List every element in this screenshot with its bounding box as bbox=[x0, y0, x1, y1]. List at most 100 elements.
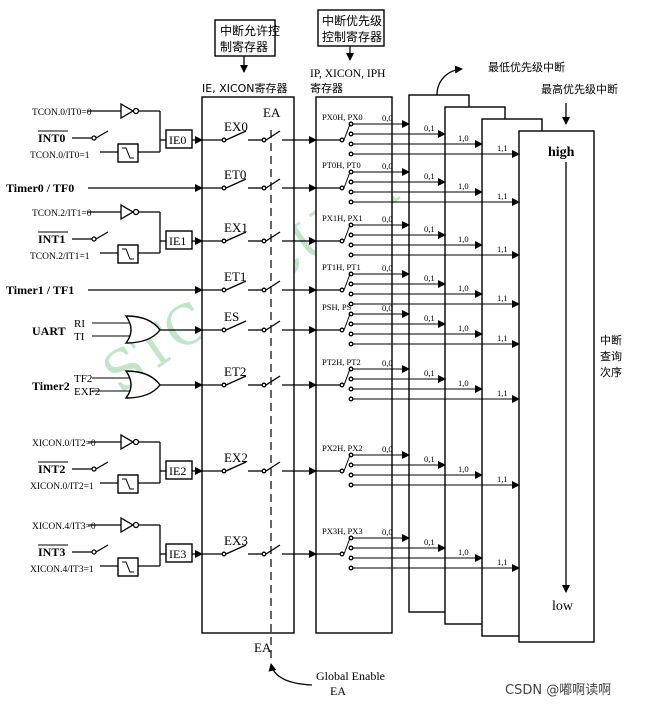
ea-blade-1 bbox=[265, 178, 281, 189]
polling-low: low bbox=[552, 599, 574, 614]
prio-level-label-0-0: 0,0 bbox=[382, 113, 393, 123]
ip-reg-cn-line1: 中断优先级 bbox=[322, 13, 382, 28]
polling-queue bbox=[518, 130, 595, 643]
enable-pivot-3 bbox=[221, 287, 227, 293]
ea-pivot-1 bbox=[261, 185, 267, 191]
ea-pivot-6 bbox=[261, 468, 267, 474]
prio-blade-2 bbox=[343, 224, 351, 242]
int2-not-bubble bbox=[132, 438, 140, 446]
prio-level-label-5-0: 0,0 bbox=[382, 358, 393, 368]
ea-blade-0 bbox=[265, 130, 281, 141]
prio-level-label-1-2: 1,0 bbox=[458, 181, 469, 191]
svg-text:最低优先级中断: 最低优先级中断 bbox=[488, 60, 565, 74]
prio-level-label-4-3: 1,1 bbox=[497, 333, 508, 343]
priority-bits-label-2: PX1H, PX1 bbox=[322, 213, 363, 223]
prio-level-label-6-3: 1,1 bbox=[497, 474, 508, 484]
int3-not-bubble bbox=[132, 521, 140, 529]
prio-contact-4-3 bbox=[348, 341, 354, 347]
prio-level-label-2-1: 0,1 bbox=[424, 224, 435, 234]
prio-contact-0-3 bbox=[348, 151, 354, 157]
prio-contact-2-1 bbox=[348, 232, 354, 238]
prio-level-label-1-3: 1,1 bbox=[497, 191, 508, 201]
prio-contact-5-0 bbox=[348, 366, 354, 372]
int2-selector-blade bbox=[95, 461, 109, 470]
highest-priority-label: 最高优先级中断 bbox=[541, 82, 618, 125]
prio-pivot-0 bbox=[339, 137, 345, 143]
prio-pivot-7 bbox=[339, 551, 345, 557]
ea-blade-5 bbox=[265, 375, 281, 386]
int0-flag-label: IE0 bbox=[169, 133, 186, 147]
prio-contact-4-0 bbox=[348, 311, 354, 317]
polling-high: high bbox=[548, 145, 575, 160]
prio-contact-0-1 bbox=[348, 131, 354, 137]
prio-contact-0-2 bbox=[348, 141, 354, 147]
int1-selector-blade bbox=[95, 231, 109, 240]
prio-contact-6-2 bbox=[348, 472, 354, 478]
enable-pivot-6 bbox=[221, 468, 227, 474]
prio-blade-7 bbox=[343, 537, 351, 555]
prio-level-label-4-2: 1,0 bbox=[458, 323, 469, 333]
int2-mode1-label: XICON.0/IT2=1 bbox=[30, 482, 94, 492]
uart-label: UART bbox=[32, 324, 66, 338]
prio-level-label-7-2: 1,0 bbox=[458, 547, 469, 557]
priority-bits-label-1: PT0H, PT0 bbox=[322, 160, 361, 170]
int2-flag-label: IE2 bbox=[169, 464, 186, 478]
enable-blade-6 bbox=[225, 461, 247, 472]
prio-contact-1-1 bbox=[348, 179, 354, 185]
int0-switch-pivot bbox=[91, 135, 97, 141]
prio-level-label-6-2: 1,0 bbox=[458, 464, 469, 474]
prio-contact-4-1 bbox=[348, 321, 354, 327]
int0-not-gate bbox=[120, 102, 135, 120]
prio-blade-5 bbox=[343, 368, 351, 386]
enable-switch-label-3: ET1 bbox=[224, 269, 246, 284]
enable-blade-3 bbox=[225, 280, 247, 291]
enable-blade-7 bbox=[225, 544, 247, 555]
ie-reg-en: IE, XICON寄存器 bbox=[202, 81, 288, 95]
lowest-priority-label: 最低优先级中断 bbox=[436, 60, 565, 96]
priority-bits-label-0: PX0H, PX0 bbox=[322, 112, 363, 122]
uart-or-gate bbox=[124, 315, 161, 344]
int3-flag-label: IE3 bbox=[169, 547, 186, 561]
int1-mode0-label: TCON.2/IT1=0 bbox=[32, 209, 92, 219]
int0-mode0-label: TCON.0/IT0=0 bbox=[32, 108, 92, 118]
int3-not-gate bbox=[120, 516, 135, 534]
polling-order-cn-2: 查询 bbox=[600, 349, 622, 363]
timer0-label: Timer0 / TF0 bbox=[6, 181, 74, 195]
int3-switch-pivot bbox=[91, 549, 97, 555]
prio-pivot-6 bbox=[339, 468, 345, 474]
global-enable-label-1: Global Enable bbox=[316, 669, 385, 683]
int2-edge-icon bbox=[122, 478, 134, 490]
int0-selector-blade bbox=[95, 130, 109, 139]
prio-contact-5-2 bbox=[348, 386, 354, 392]
int1-mode1-label: TCON.2/IT1=1 bbox=[30, 252, 90, 262]
svg-text:最高优先级中断: 最高优先级中断 bbox=[541, 82, 618, 96]
prio-contact-2-0 bbox=[348, 222, 354, 228]
prio-level-label-7-1: 0,1 bbox=[424, 537, 435, 547]
prio-level-label-7-0: 0,0 bbox=[382, 527, 393, 537]
int2-not-gate bbox=[120, 433, 135, 451]
enable-switch-label-0: EX0 bbox=[224, 119, 248, 134]
prio-level-label-2-0: 0,0 bbox=[382, 214, 393, 224]
priority-bits-label-3: PT1H, PT1 bbox=[322, 262, 361, 272]
int0-not-bubble bbox=[132, 107, 140, 115]
prio-level-label-0-1: 0,1 bbox=[424, 123, 435, 133]
uart-in-b: TI bbox=[74, 331, 85, 343]
ea-pivot-7 bbox=[261, 551, 267, 557]
prio-contact-7-3 bbox=[348, 565, 354, 571]
prio-level-label-4-0: 0,0 bbox=[382, 303, 393, 313]
ea-blade-7 bbox=[265, 544, 281, 555]
prio-level-label-5-1: 0,1 bbox=[424, 368, 435, 378]
int3-selector-blade bbox=[95, 544, 109, 553]
ea-blade-3 bbox=[265, 280, 281, 291]
prio-contact-7-2 bbox=[348, 555, 354, 561]
enable-switch-label-7: EX3 bbox=[224, 533, 248, 548]
ie-register-header: 中断允许控 制寄存器 IE, XICON寄存器 bbox=[202, 19, 288, 95]
enable-switch-label-1: ET0 bbox=[224, 167, 246, 182]
prio-level-label-4-1: 0,1 bbox=[424, 313, 435, 323]
enable-switch-label-6: EX2 bbox=[224, 450, 248, 465]
timer2-label: Timer2 bbox=[32, 379, 70, 393]
prio-pivot-5 bbox=[339, 382, 345, 388]
enable-blade-4 bbox=[225, 320, 247, 331]
priority-bits-label-5: PT2H, PT2 bbox=[322, 357, 361, 367]
